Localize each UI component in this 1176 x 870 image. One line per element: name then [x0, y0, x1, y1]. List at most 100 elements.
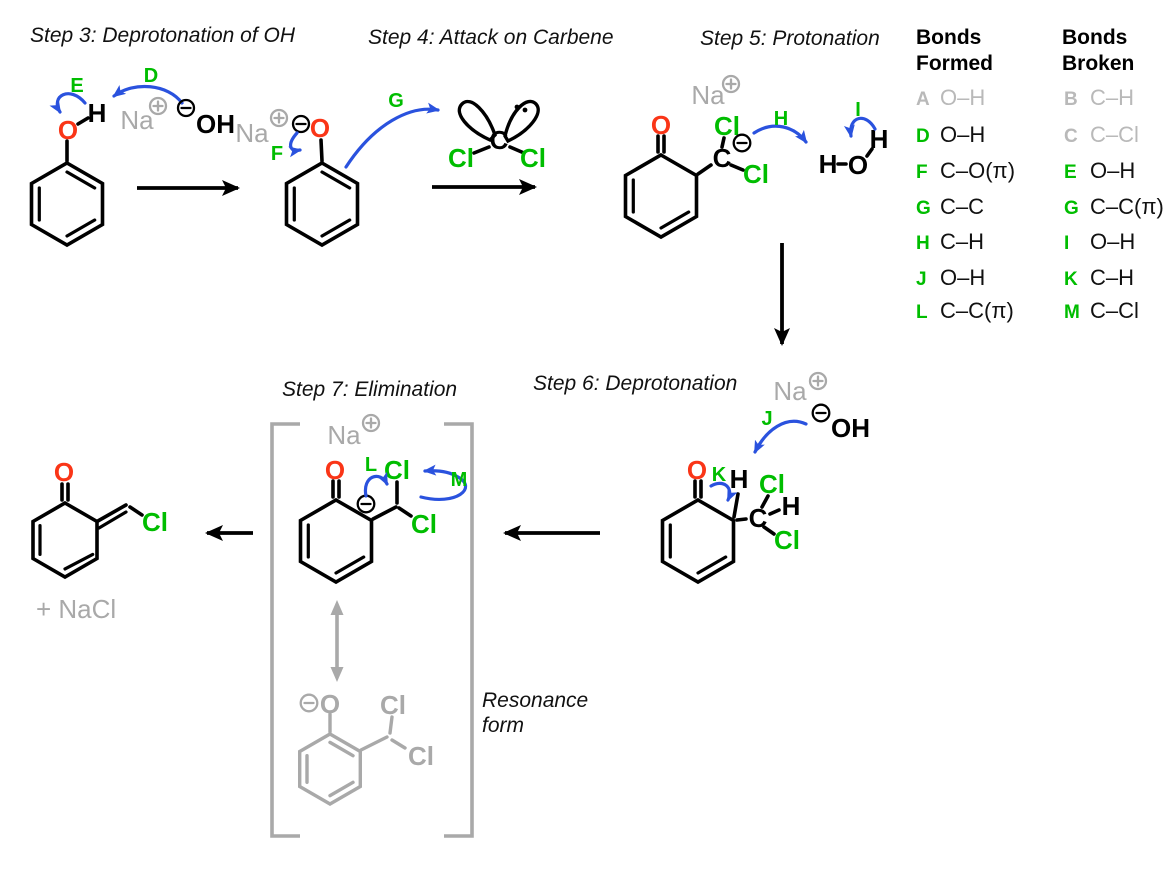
- bonds-broken-header-1: Bonds: [1062, 26, 1127, 49]
- sodium-hydroxide-step3: Na OH: [120, 96, 235, 139]
- arrow-label-M: M: [451, 469, 468, 491]
- phenol-structure: O H: [29, 98, 107, 248]
- phenoxide-O-label: O: [320, 689, 340, 719]
- resonance-note-line2: form: [482, 714, 524, 737]
- arrow-label-I: I: [855, 99, 861, 121]
- bond-row-letter: D: [916, 126, 930, 147]
- na-label: Na: [327, 420, 361, 450]
- dichlorocarbene-structure: C Cl Cl: [448, 99, 546, 173]
- water-structure: H O H: [819, 124, 889, 180]
- dienone-carbanion-structure: O C Cl Cl Na: [623, 74, 769, 240]
- phenol-O-label: O: [58, 115, 78, 145]
- na-label: Na: [691, 80, 725, 110]
- bonds-formed-header-1: Bonds: [916, 26, 981, 49]
- curved-arrow-F: [288, 131, 302, 158]
- carbene-Cl-label: Cl: [448, 143, 474, 173]
- plus-charge-icon: [361, 413, 381, 433]
- curved-arrow-M: [419, 464, 468, 502]
- curved-arrow-L: [363, 471, 389, 498]
- bond-row-letter: A: [916, 89, 930, 110]
- Cl-label: Cl: [774, 525, 800, 555]
- bond-row-letter: B: [1064, 89, 1078, 110]
- bond-row-letter: J: [916, 269, 927, 290]
- carbonyl-O-label: O: [651, 110, 671, 140]
- curved-arrow-J: [753, 419, 808, 454]
- resonance-form-structure: O Cl Cl: [298, 689, 434, 806]
- curved-arrow-E: [49, 92, 87, 114]
- bond-row-bond: O–H: [1090, 158, 1135, 183]
- chloromethylene-dienone-product: O Cl: [31, 457, 168, 580]
- resonance-note-line1: Resonance: [482, 689, 588, 712]
- plus-charge-icon: [269, 108, 289, 128]
- bond-row-bond: O–H: [1090, 229, 1135, 254]
- bond-row-letter: M: [1064, 302, 1080, 323]
- na-label: Na: [773, 376, 807, 406]
- plus-charge-icon: [808, 371, 828, 391]
- bonds-broken-table: Bonds Broken B C–H C C–Cl E O–H G C–C(π)…: [1062, 26, 1164, 323]
- bond-row-bond: C–C(π): [1090, 194, 1164, 219]
- carbene-Cl-label: Cl: [520, 143, 546, 173]
- Cl-label: Cl: [411, 509, 437, 539]
- carbonyl-O-label: O: [325, 455, 345, 485]
- bond-row-bond: O–H: [940, 85, 985, 110]
- plus-charge-icon: [721, 74, 741, 94]
- sodium-hydroxide-step6: Na OH: [773, 371, 870, 443]
- na-label: Na: [235, 118, 269, 148]
- bond-row-letter: K: [1064, 269, 1078, 290]
- carbanion-C-label: C: [713, 143, 732, 173]
- nacl-byproduct-label: + NaCl: [36, 594, 116, 624]
- bond-row-letter: L: [916, 302, 928, 323]
- bond-row-bond: C–C(π): [940, 298, 1014, 323]
- dichloromethyl-dienone-structure: O H C Cl H Cl: [660, 455, 800, 585]
- bond-row-letter: H: [916, 233, 930, 254]
- empty-orbital-lobe: [457, 100, 497, 143]
- arrow-label-K: K: [712, 464, 727, 486]
- Cl-label: Cl: [142, 507, 168, 537]
- bond-row-bond: C–H: [1090, 85, 1134, 110]
- carbonyl-O-label: O: [687, 455, 707, 485]
- arrow-label-J: J: [761, 408, 772, 430]
- bond-row-bond: C–O(π): [940, 158, 1015, 183]
- acidic-H-label: H: [730, 464, 749, 494]
- lone-pair-orbital-lobe: [503, 99, 540, 144]
- bond-row-letter: G: [916, 198, 931, 219]
- left-bracket: [270, 422, 300, 838]
- curved-arrow-I: [843, 116, 877, 138]
- arrow-label-G: G: [388, 90, 404, 112]
- CHCl2-C-label: C: [749, 503, 768, 533]
- bond-row-bond: C–C: [940, 194, 984, 219]
- step6-title: Step 6: Deprotonation: [533, 372, 737, 395]
- bond-row-bond: C–H: [1090, 265, 1134, 290]
- bond-row-letter: I: [1064, 233, 1069, 254]
- minus-charge-icon: [811, 403, 831, 423]
- carbonyl-O-label: O: [54, 457, 74, 487]
- Cl-label: Cl: [408, 741, 434, 771]
- step7-title: Step 7: Elimination: [282, 378, 457, 401]
- bond-row-bond: C–Cl: [1090, 122, 1139, 147]
- curved-arrow-D: [112, 84, 184, 105]
- bond-row-bond: C–H: [940, 229, 984, 254]
- bond-row-letter: E: [1064, 162, 1077, 183]
- plus-charge-icon: [148, 96, 168, 116]
- bond-row-bond: C–Cl: [1090, 298, 1139, 323]
- arrow-label-E: E: [70, 75, 83, 97]
- enolate-carbanion-structure: Na O Cl Cl: [298, 413, 437, 585]
- bond-row-bond: O–H: [940, 265, 985, 290]
- bonds-formed-header-2: Formed: [916, 52, 993, 75]
- Cl-label: Cl: [380, 690, 406, 720]
- step5-title: Step 5: Protonation: [700, 27, 880, 50]
- minus-charge-icon: [356, 494, 376, 514]
- lone-pair-dot: [522, 107, 528, 113]
- arrow-label-D: D: [144, 65, 158, 87]
- right-bracket: [444, 422, 474, 838]
- bonds-formed-table: Bonds Formed A O–H D O–H F C–O(π) G C–C …: [916, 26, 1015, 323]
- phenol-H-label: H: [88, 98, 107, 128]
- resonance-arrow: [330, 600, 344, 682]
- bond-row-bond: O–H: [940, 122, 985, 147]
- Cl-label: Cl: [384, 455, 410, 485]
- phenoxide-structure: O Na: [235, 108, 360, 248]
- curved-arrow-H: [752, 124, 808, 144]
- Cl-label: Cl: [759, 469, 785, 499]
